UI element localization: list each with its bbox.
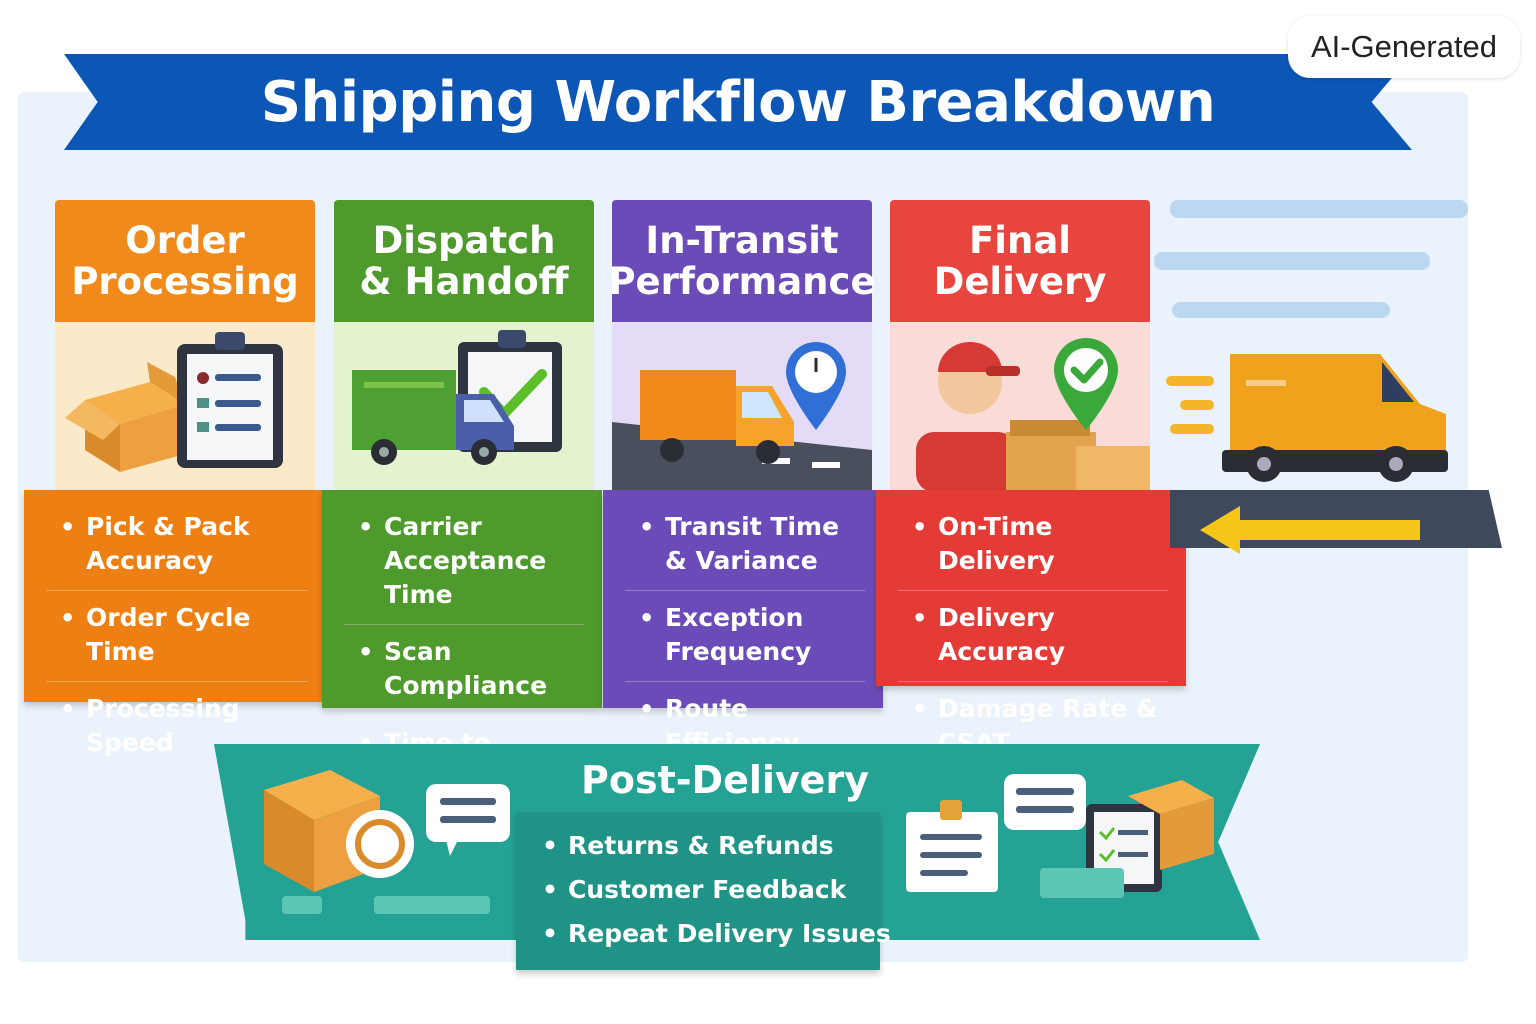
stage-in-transit-illustration [612, 322, 872, 492]
delivery-truck-icon [352, 370, 514, 465]
post-delivery-left-illustration [264, 770, 510, 914]
stage-title-line1: Order [125, 219, 245, 262]
parcel-stack-icon [1006, 420, 1150, 492]
chat-bubble-icon [1004, 774, 1086, 830]
checklist-icon [1086, 804, 1162, 892]
return-box-icon [264, 770, 414, 892]
metric-item: Exception Frequency [625, 591, 865, 682]
post-delivery-title: Post-Delivery [581, 758, 869, 802]
courier-person-icon [916, 342, 1020, 492]
metric-item: Delivery Accuracy [898, 591, 1168, 682]
metric-item: Scan Compliance [344, 625, 584, 716]
road-arrow-icon [1200, 506, 1420, 554]
truck-on-road-icon [640, 370, 794, 464]
stage-final-delivery-illustration [890, 322, 1150, 492]
cardboard-box-icon [65, 362, 185, 472]
chat-bubble-icon [426, 784, 510, 856]
post-delivery-item: Repeat Delivery Issues [540, 912, 891, 956]
clipboard-checklist-icon [177, 332, 283, 468]
ai-generated-badge: AI-Generated [1288, 16, 1520, 78]
metric-item: Carrier Acceptance Time [344, 500, 584, 625]
post-delivery-item: Returns & Refunds [540, 824, 891, 868]
stage-dispatch-handoff-metrics: Carrier Acceptance Time Scan Compliance … [322, 490, 602, 791]
post-delivery-right-illustration [906, 774, 1214, 898]
stage-title-line1: Dispatch [372, 219, 556, 262]
metric-item: Pick & Pack Accuracy [46, 500, 308, 591]
box-icon [1128, 780, 1214, 870]
decor-line [1154, 252, 1430, 270]
post-delivery-item: Customer Feedback [540, 868, 891, 912]
stage-order-processing-metrics: Pick & Pack Accuracy Order Cycle Time Pr… [24, 490, 326, 757]
clipboard-note-icon [906, 800, 998, 892]
metric-item: Processing Speed [46, 682, 308, 772]
stage-title-line1: In-Transit [645, 219, 839, 262]
clock-location-pin-icon [786, 342, 846, 430]
stage-final-delivery-metrics: On-Time Delivery Delivery Accuracy Damag… [876, 490, 1186, 757]
stage-order-processing-illustration [55, 322, 315, 492]
decor-line [1172, 302, 1390, 318]
metric-item: Transit Time & Variance [625, 500, 865, 591]
stage-dispatch-handoff-header: Dispatch& Handoff [334, 200, 594, 322]
page-title: Shipping Workflow Breakdown [260, 69, 1216, 135]
decor-line [1170, 200, 1468, 218]
post-delivery-list: Returns & Refunds Customer Feedback Repe… [540, 824, 891, 956]
metric-item: On-Time Delivery [898, 500, 1168, 591]
stage-in-transit-metrics: Transit Time & Variance Exception Freque… [603, 490, 883, 757]
stage-title-line2: Performance [608, 260, 876, 303]
metric-item: Order Cycle Time [46, 591, 308, 682]
stage-dispatch-handoff-illustration [334, 322, 594, 492]
stage-title-line1: Final [969, 219, 1071, 262]
stage-title-line2: & Handoff [359, 260, 569, 303]
stage-title-line2: Delivery [933, 260, 1107, 303]
delivery-van-icon [1166, 354, 1448, 482]
check-location-pin-icon [1054, 338, 1118, 430]
title-banner: Shipping Workflow Breakdown [64, 54, 1412, 150]
stage-title-line2: Processing [71, 260, 299, 303]
